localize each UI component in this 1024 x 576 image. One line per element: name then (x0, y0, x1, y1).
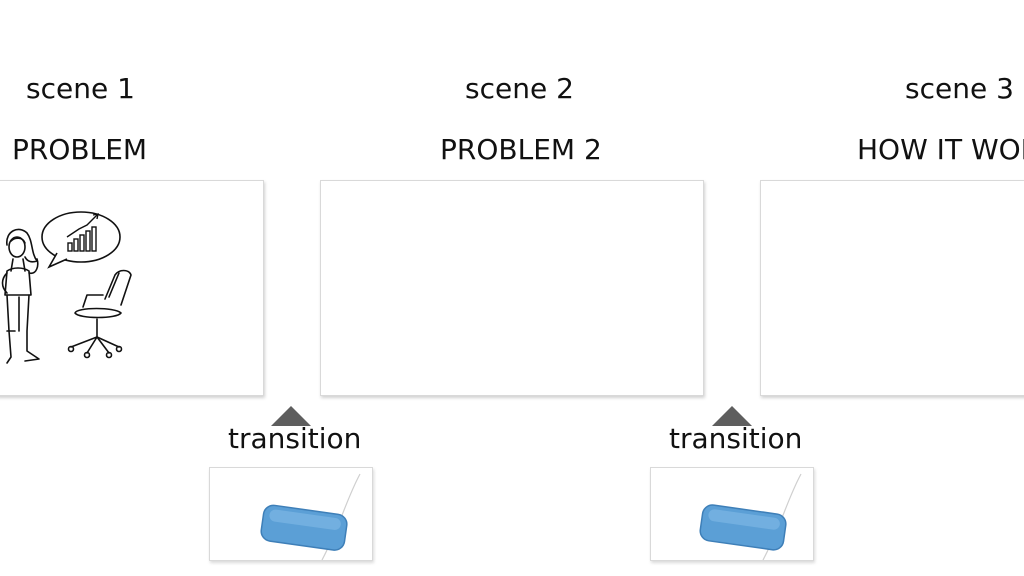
scene-1-title: PROBLEM (12, 133, 148, 166)
transition-1-label: transition (228, 422, 362, 455)
scene-2-label: scene 2 (465, 72, 574, 105)
transition-1-marker-icon (271, 406, 311, 426)
transition-2-preview[interactable] (650, 467, 814, 561)
scene-3-label: scene 3 (905, 72, 1014, 105)
eraser-icon (260, 473, 361, 560)
growth-chart-icon (66, 213, 99, 252)
scene-2-title: PROBLEM 2 (440, 133, 602, 166)
scene-1-label: scene 1 (26, 72, 135, 105)
scene-1-panel[interactable] (0, 180, 264, 396)
scene-3-panel[interactable] (760, 180, 1024, 396)
scene-1-illustration (1, 211, 132, 364)
scene-3-title: HOW IT WORK (857, 133, 1024, 166)
transition-1-preview[interactable] (209, 467, 373, 561)
woman-figure-icon (1, 228, 40, 364)
transition-2-marker-icon (712, 406, 752, 426)
transition-2-label: transition (669, 422, 803, 455)
eraser-icon (699, 473, 802, 560)
office-chair-icon (67, 269, 132, 359)
scene-2-panel[interactable] (320, 180, 704, 396)
